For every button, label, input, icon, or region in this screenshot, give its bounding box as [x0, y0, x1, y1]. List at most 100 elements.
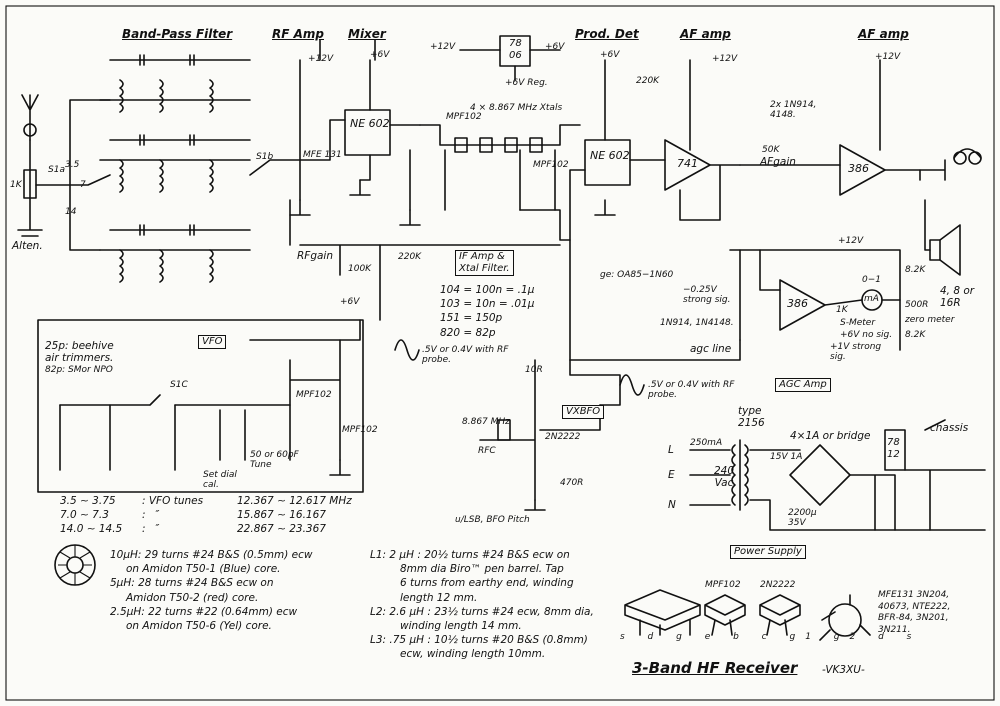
smnpo-label: 82p: SMor NPO: [45, 365, 113, 375]
antenna-symbol: [17, 94, 71, 237]
mains-l-label: L: [668, 444, 674, 456]
cap-code-row: 103 = 10n = .01µ: [440, 298, 535, 311]
rfamp-wiring: [299, 59, 346, 201]
psu-title: Power Supply: [730, 545, 806, 559]
vfo-tunes-cell: 3.5 ∼ 3.75: [60, 495, 116, 507]
sheet-border: [5, 5, 995, 701]
vxbfo-title: VXBFO: [562, 405, 605, 419]
setdial-label: Set dial cal.: [203, 470, 237, 491]
xtals-label: 4 × 8.867 MHz Xtals: [470, 103, 563, 113]
speaker-label: 4, 8 or 16R: [940, 285, 975, 310]
vfo-tunes-row: 7.0 ∼ 7.3: ″15.867 ∼ 16.167: [60, 508, 377, 522]
r8-2k-label: 8.2K: [905, 265, 926, 275]
coil-note-line: 5µH: 28 turns #24 B&S ecw on: [110, 577, 274, 590]
r220k-2-label: 220K: [636, 76, 660, 86]
agcamp-title: AGC Amp: [775, 378, 831, 392]
afgain-label: AFgain: [760, 156, 796, 168]
l-note-line: length 12 mm.: [400, 591, 478, 604]
ge-note-label: ge: OA85−1N60: [600, 270, 674, 280]
plus12-rfamp: +12V: [308, 54, 334, 64]
afamp1-title: AF amp: [680, 27, 731, 41]
vfo-box: [37, 319, 364, 493]
ifamp-title: IF Amp &Xtal Filter.: [455, 250, 514, 276]
mpf102-if2-label: MPF102: [533, 160, 569, 170]
coil-note-line: 2.5µH: 22 turns #22 (0.64mm) ecw: [110, 605, 298, 618]
tune-label: 50 or 60pF Tune: [250, 450, 299, 471]
plus6-reg-label: +6V Reg.: [505, 78, 548, 88]
ifamp-line2: Xtal Filter.: [459, 263, 510, 274]
cap-code-row: 104 = 100n = .1µ: [440, 284, 535, 296]
ifamp-line1: IF Amp &: [459, 251, 505, 262]
r220k-label: 220K: [398, 252, 422, 262]
ic386b-label: 386: [787, 297, 808, 310]
transformer-type-label: type 2156: [738, 405, 765, 430]
vfo-tunes-cell: 22.867 ∼ 23.367: [237, 523, 326, 536]
equiv-line: 3N211.: [878, 625, 911, 636]
rfgain-wiring: [289, 199, 561, 276]
mixer-title: Mixer: [348, 27, 386, 41]
band-7-label: 7: [80, 180, 86, 190]
equiv-line: BFR-84, 3N201,: [878, 613, 949, 624]
l-note-line: 6 turns from earthy end, winding: [400, 577, 574, 590]
coil-note-line: 10µH: 29 turns #24 B&S (0.5mm) ecw: [110, 549, 313, 561]
l-note-line: L2: 2.6 µH : 23½ turns #24 ecw, 8mm dia,: [370, 605, 594, 618]
bpf-coils: [109, 54, 251, 283]
equiv-lines: MFE131 3N204,40673, NTE222,BFR-84, 3N201…: [878, 590, 950, 637]
r10r-label: 10R: [525, 365, 543, 375]
s1b-label: S1b: [256, 152, 274, 162]
bpf-title: Band-Pass Filter: [122, 27, 233, 41]
ne602-det-label: NE 602: [590, 149, 630, 162]
chassis-label: chassis: [930, 422, 969, 434]
strong-sig-label: −0.25V strong sig.: [683, 285, 731, 306]
r100k-label: 100K: [348, 264, 372, 274]
l-note-line: L3: .75 µH : 10½ turns #20 B&S (0.8mm): [370, 634, 588, 647]
mains-e-label: E: [668, 469, 675, 481]
nosig-label: +6V no sig.: [840, 330, 893, 340]
cap-big-label: 2200µ 35V: [788, 508, 817, 529]
band-switch-wiring: [69, 99, 111, 251]
author-label: -VK3XU-: [822, 664, 865, 676]
diodes1-label: 1N914, 1N4148.: [660, 318, 734, 328]
equiv-line: 40673, NTE222,: [878, 601, 951, 612]
pin-letter-list: s d g e b c g1 g2 d s: [620, 632, 922, 642]
reg7812-label: 78 12: [887, 437, 900, 460]
pin-letters: s d g e b c g1 g2 d s: [620, 632, 921, 642]
beehive-label: 25p: beehive: [45, 340, 114, 352]
mains-n-label: N: [668, 499, 676, 511]
band-14-label: 14: [65, 207, 77, 217]
diagram-title: 3-Band HF Receiver: [632, 659, 798, 677]
reg7806b-label: 06: [509, 50, 522, 61]
bfo-pitch-label: u/LSB, BFO Pitch: [455, 515, 530, 525]
l-note-line: winding length 14 mm.: [400, 619, 522, 632]
rf-probe-wave-2: [619, 374, 645, 396]
l-note-line: 8mm dia Biro™ pen barrel. Tap: [400, 563, 564, 576]
power-supply-wiring: [689, 419, 986, 531]
lm386-agc: [779, 279, 826, 331]
speaker-symbol: [924, 199, 961, 276]
pinout-drawings: [624, 589, 871, 641]
proddet-title: Prod. Det: [575, 27, 639, 41]
vfo-tunes-cell: 7.0 ∼ 7.3: [60, 509, 109, 522]
t2n2222-label: 2N2222: [545, 432, 581, 442]
ne602-detector-box: [584, 139, 631, 186]
bpf-rails: [99, 99, 251, 251]
vfo-tunes-cell: 14.0 ∼ 14.5: [60, 523, 123, 536]
rf-probe-wave-1: [394, 339, 420, 361]
plus12-agc: +12V: [838, 236, 864, 246]
reg7806a-label: 78: [509, 38, 522, 49]
pinout-mpf102-label: MPF102: [705, 580, 741, 590]
r8-2k-2-label: 8.2K: [905, 330, 926, 340]
plus12-reg: +12V: [430, 42, 456, 52]
zero-meter-label: zero meter: [905, 315, 955, 325]
plus12-af1: +12V: [712, 54, 738, 64]
xtal-filter-line: [419, 124, 581, 146]
plus6-mixer: +6V: [370, 50, 390, 60]
